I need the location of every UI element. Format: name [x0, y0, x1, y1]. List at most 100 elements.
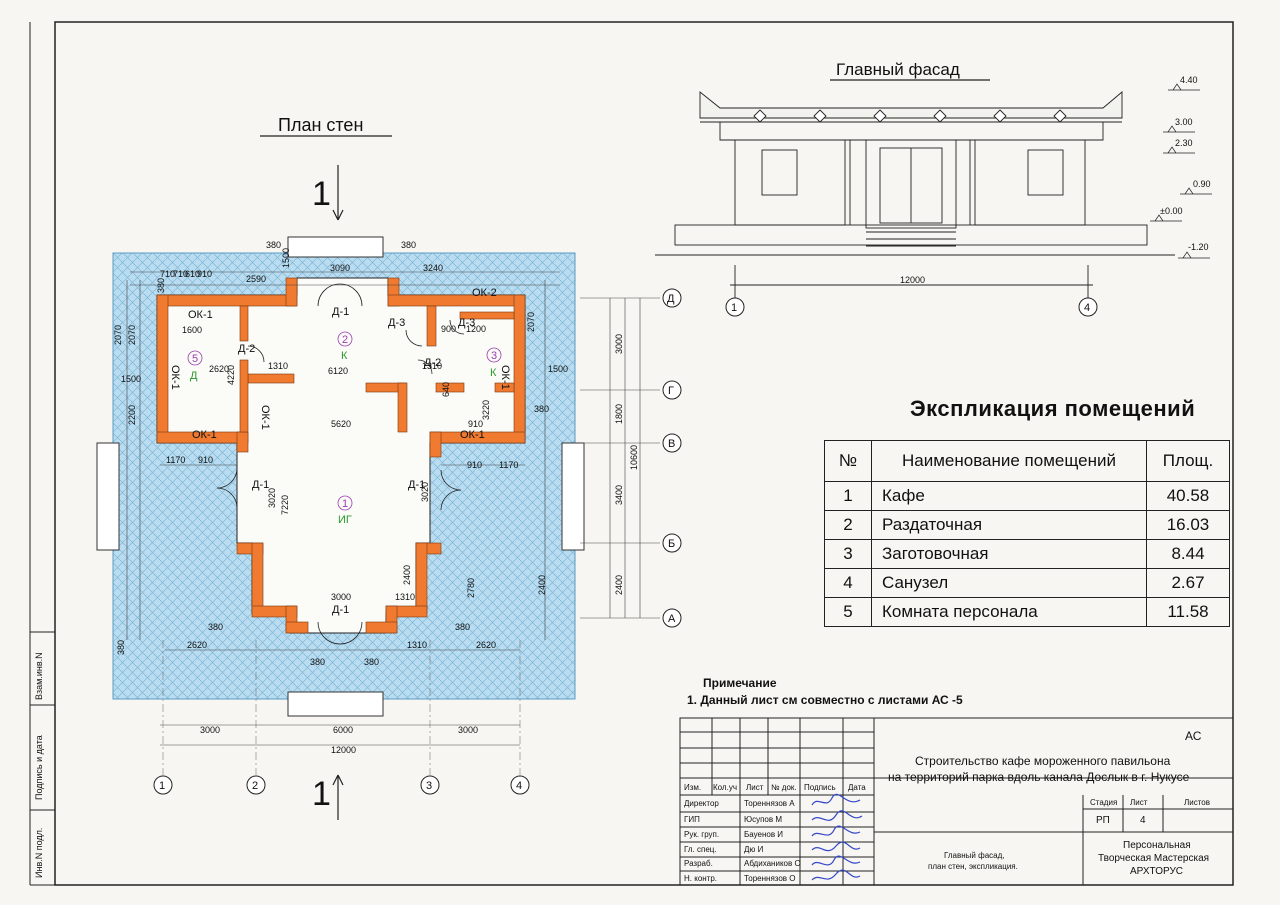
dim-label: 3000: [458, 725, 478, 735]
room-5-number: 5: [192, 353, 198, 365]
dim-label: 900: [441, 324, 456, 334]
door-label: Д-2: [424, 357, 441, 369]
dim-label: 910: [198, 455, 213, 465]
dim-label: 3000: [331, 592, 351, 602]
dim-label: 6000: [333, 725, 353, 735]
table-row: 4 Санузел 2.67: [824, 568, 1230, 598]
dim-label: 2400: [614, 575, 624, 595]
dim-label: 910: [467, 460, 482, 470]
level-mark: -1.20: [1188, 242, 1209, 252]
side-bench-left: [96, 442, 120, 551]
axis-marker-3: 3: [426, 780, 432, 792]
dim-label: 3020: [420, 482, 430, 502]
window-label-vertical: ОК-1: [259, 405, 271, 430]
room-2-number: 2: [342, 334, 348, 346]
dim-label: 380: [455, 622, 470, 632]
window-label: ОК-1: [192, 429, 217, 441]
header-area: Площ.: [1146, 440, 1230, 482]
dim-label: 380: [534, 404, 549, 414]
dim-label: 5620: [331, 419, 351, 429]
dim-label: 1500: [548, 364, 568, 374]
role-name: Тореннязов А: [744, 799, 795, 808]
dim-label: 2620: [476, 640, 496, 650]
section-mark-bottom: 1: [312, 775, 331, 813]
role-label: Гл. спец.: [684, 845, 717, 854]
dim-label: 1170: [499, 460, 518, 470]
dim-label: 2620: [209, 364, 229, 374]
door-swings: [216, 283, 465, 645]
row-name: Кафе: [871, 481, 1147, 511]
dim-label: 710: [173, 269, 188, 279]
dim-label: 6120: [328, 366, 348, 376]
axis-marker-2: 2: [252, 780, 258, 792]
dim-label: 380: [208, 622, 223, 632]
dim-label: 2400: [537, 575, 547, 595]
axis-marker-b: Б: [668, 538, 675, 550]
axis-marker-g: Г: [668, 385, 674, 397]
dim-label: 380: [116, 640, 126, 655]
col-header-kol: Кол.уч: [713, 783, 737, 792]
company-line-1: Персональная: [1123, 840, 1191, 851]
room-3-number: 3: [491, 350, 497, 362]
level-mark: ±0.00: [1160, 206, 1182, 216]
col-header-date: Дата: [848, 783, 866, 792]
grid-axis-lines: [162, 640, 521, 775]
dim-label: 3240: [423, 263, 443, 273]
room-5-code: Д: [190, 370, 198, 382]
door-label: Д-1: [252, 479, 269, 491]
role-name: Тореннязов О: [744, 874, 796, 883]
dim-label: 2070: [526, 312, 536, 332]
title-block-code: АС: [1185, 729, 1202, 743]
dim-label: 2070: [127, 325, 137, 345]
dim-label: 1500: [121, 374, 141, 384]
level-mark: 2.30: [1175, 138, 1193, 148]
sidebar-label-2: Подпись и дата: [34, 735, 44, 800]
col-header-doc: № док.: [771, 783, 797, 792]
dim-label: 380: [401, 240, 416, 250]
company-line-3: АРХТОРУС: [1130, 866, 1184, 877]
explication-table: № Наименование помещений Площ. 1 Кафе 40…: [824, 440, 1230, 627]
plan-dimensions: 380 3090 3240 380 2590 710 710 610 910 1…: [113, 240, 639, 755]
dim-label: 1200: [466, 324, 486, 334]
dim-label: 380: [364, 657, 379, 667]
note-heading: Примечание: [703, 676, 777, 690]
dim-label: 1800: [614, 404, 624, 424]
row-area: 16.03: [1146, 510, 1230, 540]
dim-label: 380: [310, 657, 325, 667]
level-mark: 3.00: [1175, 117, 1193, 127]
sheet-frame: [54, 21, 1234, 886]
dim-label: 2400: [402, 565, 412, 585]
dim-label: 2200: [127, 405, 137, 425]
grid-axes: 1 2 3 4 Д Г В Б А: [153, 288, 682, 795]
bottom-bench: [287, 691, 384, 717]
title-block-frame: [679, 717, 1234, 886]
row-name: Санузел: [871, 568, 1147, 598]
header-name: Наименование помещений: [871, 440, 1147, 482]
dim-label: 910: [197, 269, 212, 279]
door-label: Д-2: [238, 343, 255, 355]
dim-label: 3400: [614, 485, 624, 505]
dim-label: 3220: [481, 400, 491, 420]
dim-label: 1310: [268, 361, 288, 371]
window-label: ОК-2: [472, 287, 497, 299]
facade-title: Главный фасад: [836, 60, 960, 79]
dim-label: 3090: [330, 263, 350, 273]
col-header-list: Лист: [746, 783, 764, 792]
role-name: Юсупов М: [744, 815, 782, 824]
company-line-2: Творческая Мастерская: [1098, 853, 1210, 864]
dim-label: 1500: [281, 248, 291, 268]
table-row: 2 Раздаточная 16.03: [824, 510, 1230, 540]
top-bench: [287, 236, 384, 258]
facade-axis-left: 1: [731, 302, 737, 314]
col-header-sign: Подпись: [804, 783, 836, 792]
plan-title: План стен: [278, 115, 363, 135]
table-row: 5 Комната персонала 11.58: [824, 597, 1230, 627]
row-area: 8.44: [1146, 539, 1230, 569]
room-labels: 1 ИГ 2 К 3 К 5 Д: [187, 331, 502, 526]
row-num: 4: [824, 568, 872, 598]
side-bench-right: [561, 442, 585, 551]
row-num: 3: [824, 539, 872, 569]
dim-label: 640: [441, 382, 451, 397]
col-header-izm: Изм.: [684, 783, 702, 792]
level-mark: 4.40: [1180, 75, 1198, 85]
